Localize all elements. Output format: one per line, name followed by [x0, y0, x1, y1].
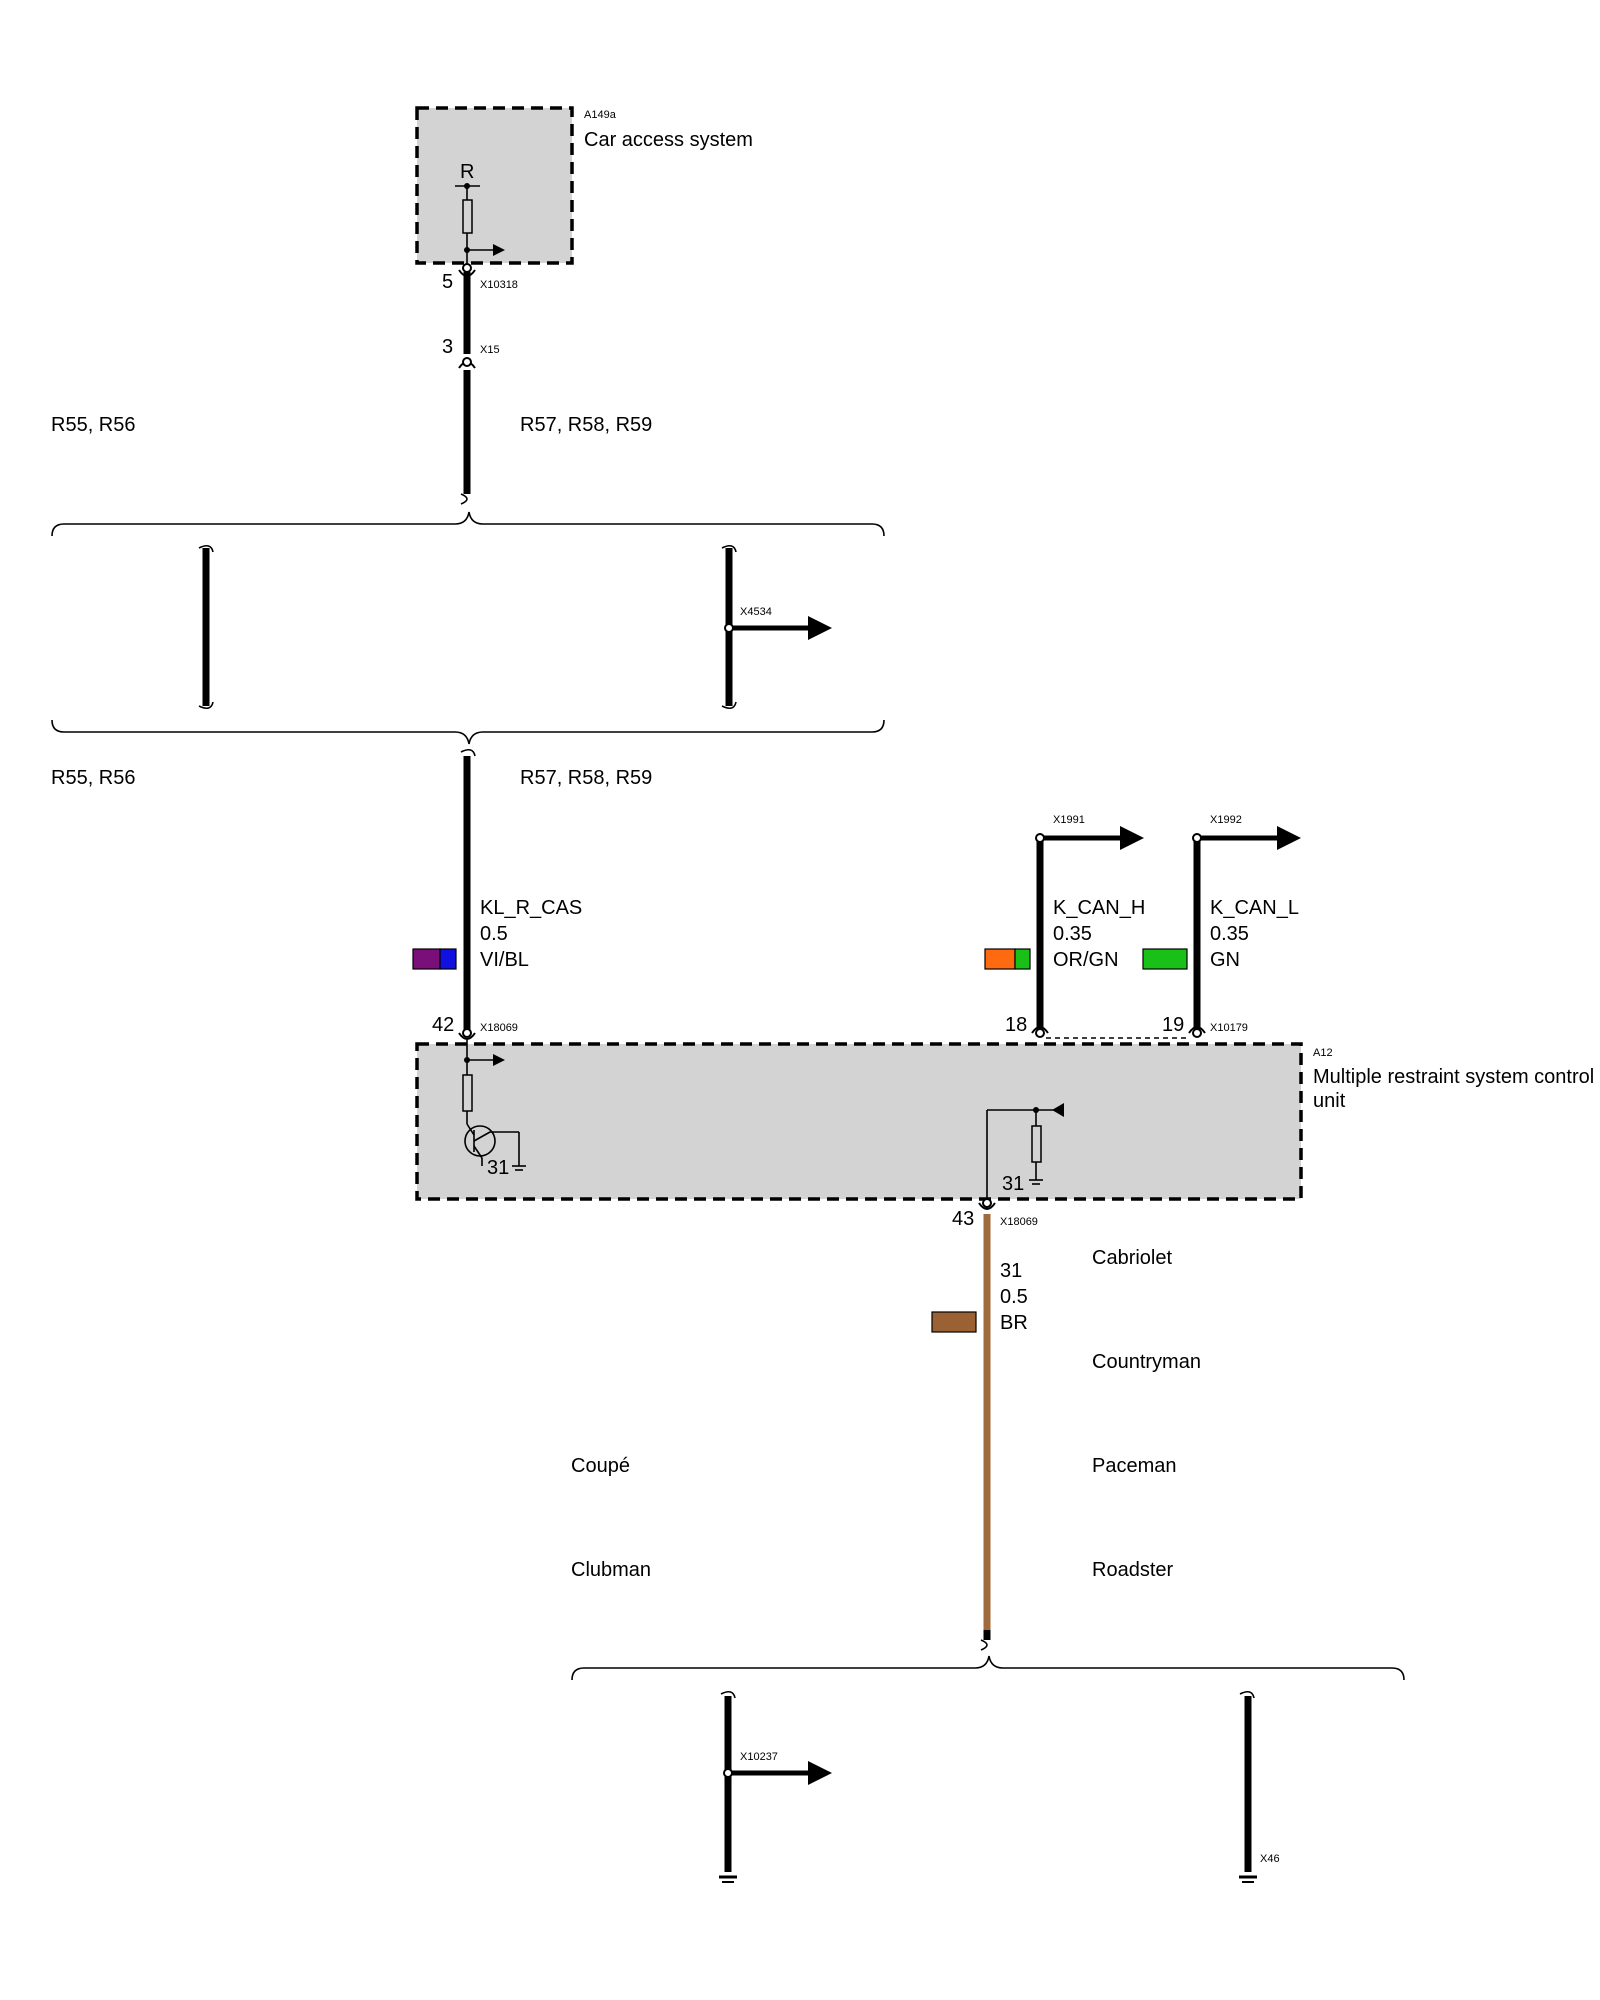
connector-x10179-pin-a: 18 — [1005, 1014, 1027, 1036]
connector-x15-id: X15 — [480, 344, 500, 356]
mrs-control-unit: A12 Multiple restraint system control un… — [415, 1040, 1594, 1208]
connector-x1992-id: X1992 — [1210, 814, 1242, 826]
wire-ground-31: 43 X18069 31 0.5 BR — [931, 1198, 1038, 1651]
cas-resistor-symbol — [455, 183, 505, 270]
wire-ground-gauge: 0.5 — [1000, 1286, 1028, 1308]
wire-k-can-l-swatch — [1142, 948, 1188, 970]
mrs-control-unit-box — [415, 1042, 1303, 1201]
wire-cas-upper: 5 X10318 3 X15 — [442, 263, 518, 505]
wire-ground-signal: 31 — [1000, 1260, 1022, 1282]
connector-x10318-pin: 5 — [442, 271, 453, 293]
connector-x18069b-id: X18069 — [1000, 1216, 1038, 1228]
wire-k-can-l-color-code: GN — [1210, 949, 1240, 971]
connector-x10318-symbol — [458, 269, 476, 277]
car-access-system-box — [415, 106, 574, 265]
connector-x18069b-pin: 43 — [952, 1208, 974, 1230]
connector-x15-pin: 3 — [442, 336, 453, 358]
car-access-system: A149a Car access system R — [415, 106, 753, 270]
wire-k-can-h-signal: K_CAN_H — [1053, 897, 1145, 919]
wire-bottom-right: X46 — [1239, 1690, 1280, 1883]
mrs-control-unit-name-line1: Multiple restraint system control — [1313, 1066, 1594, 1088]
mrs-sensor-circuit: 31 — [986, 1103, 1064, 1208]
wire-kl-r-cas: KL_R_CAS 0.5 VI/BL 42 X18069 — [412, 748, 582, 1040]
connector-x1991-id: X1991 — [1053, 814, 1085, 826]
wire-k-can-h-swatch-b — [1014, 948, 1031, 970]
variant-brace-top — [51, 511, 885, 537]
variant-lower-right-1: Countryman — [1092, 1351, 1201, 1373]
connector-x10237-id: X10237 — [740, 1751, 778, 1763]
wire-branch-right: X4534 — [721, 544, 832, 710]
variant-top-left: R55, R56 — [51, 414, 136, 436]
connector-x10179-id: X10179 — [1210, 1022, 1248, 1034]
connector-x18069a-id: X18069 — [480, 1022, 518, 1034]
wire-kl-r-cas-color-code: VI/BL — [480, 949, 529, 971]
mrs-control-unit-name-line2: unit — [1313, 1090, 1346, 1112]
mrs-control-unit-ref: A12 — [1313, 1047, 1333, 1059]
variant-lower-right-0: Cabriolet — [1092, 1247, 1172, 1269]
wire-kl-r-cas-swatch-a — [412, 948, 441, 970]
mrs-transistor-circuit: 31 — [462, 1040, 526, 1179]
cas-internal-label: R — [460, 161, 474, 183]
wire-k-can-l-gauge: 0.35 — [1210, 923, 1249, 945]
wire-bottom-left: X10237 — [719, 1690, 832, 1883]
wire-k-can-h: X1991 K_CAN_H 0.35 OR/GN 18 — [984, 814, 1145, 1038]
variant-lower-right-2: Paceman — [1092, 1455, 1177, 1477]
variant-brace-middle — [51, 719, 885, 745]
wire-k-can-h-gauge: 0.35 — [1053, 923, 1092, 945]
wire-k-can-h-swatch-a — [984, 948, 1016, 970]
variant-mid-right: R57, R58, R59 — [520, 767, 652, 789]
wire-kl-r-cas-gauge: 0.5 — [480, 923, 508, 945]
wire-ground-swatch — [931, 1311, 977, 1333]
variant-brace-bottom — [571, 1655, 1405, 1681]
variant-top-right: R57, R58, R59 — [520, 414, 652, 436]
wire-k-can-l-signal: K_CAN_L — [1210, 897, 1299, 919]
connector-x18069a-pin: 42 — [432, 1014, 454, 1036]
connector-x10179-pin-b: 19 — [1162, 1014, 1184, 1036]
wire-ground-color-code: BR — [1000, 1312, 1028, 1334]
variant-lower-left-0: Coupé — [571, 1455, 630, 1477]
wire-k-can-h-color-code: OR/GN — [1053, 949, 1119, 971]
connector-x10318-id: X10318 — [480, 279, 518, 291]
wire-kl-r-cas-signal: KL_R_CAS — [480, 897, 582, 919]
car-access-system-ref: A149a — [584, 109, 617, 121]
wire-k-can-l: X1992 K_CAN_L 0.35 GN 19 X10179 — [1142, 814, 1301, 1038]
car-access-system-name: Car access system — [584, 129, 753, 151]
wire-kl-r-cas-swatch-b — [439, 948, 457, 970]
mrs-ground-right: 31 — [1002, 1173, 1024, 1195]
variant-mid-left: R55, R56 — [51, 767, 136, 789]
connector-x46-id: X46 — [1260, 1853, 1280, 1865]
mrs-ground-left: 31 — [487, 1157, 509, 1179]
connector-x4534-id: X4534 — [740, 606, 772, 618]
variant-lower-left-1: Clubman — [571, 1559, 651, 1581]
variant-lower-right-3: Roadster — [1092, 1559, 1173, 1581]
wire-branch-left — [198, 544, 214, 710]
